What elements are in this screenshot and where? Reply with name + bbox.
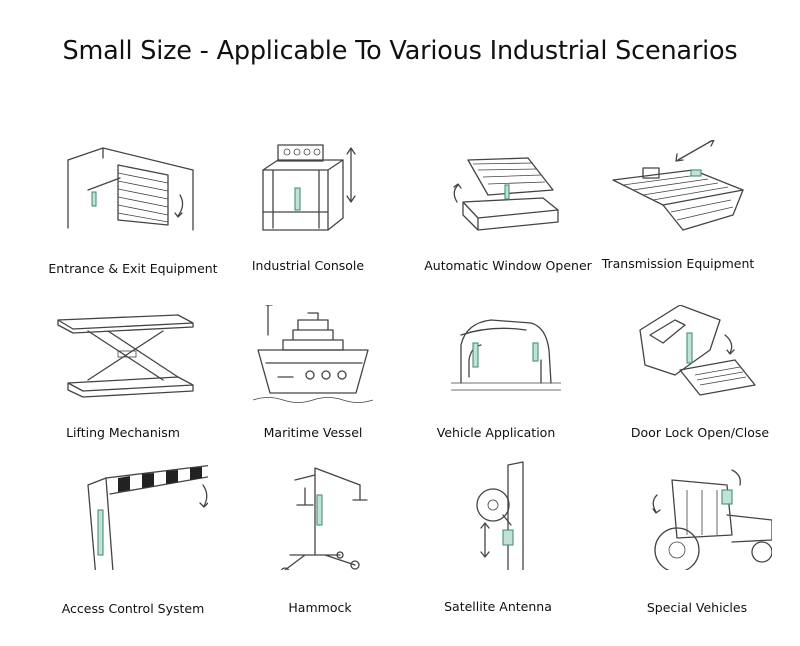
- scenario-item: Vehicle Application: [396, 305, 596, 475]
- scenario-label: Industrial Console: [251, 258, 365, 273]
- scenario-item: Satellite Antenna: [398, 460, 598, 630]
- scenario-label: Satellite Antenna: [444, 599, 552, 614]
- barrier-gate-icon: [87, 464, 208, 570]
- tractor-icon: [652, 469, 772, 570]
- conveyor-icon: [612, 140, 744, 231]
- scenario-label: Door Lock Open/Close: [630, 425, 770, 440]
- scenario-label: Hammock: [288, 600, 352, 615]
- scenario-label: Access Control System: [61, 601, 205, 616]
- door-lock-icon: [639, 305, 756, 396]
- scenario-label: Entrance & Exit Equipment: [48, 261, 218, 276]
- scenario-item: Entrance & Exit Equipment: [33, 140, 233, 310]
- scenario-item: Transmission Equipment: [578, 140, 778, 310]
- scissor-lift-icon: [57, 314, 194, 398]
- satellite-antenna-icon: [476, 461, 524, 570]
- scenario-label: Transmission Equipment: [601, 256, 755, 271]
- patient-lift-icon: [280, 467, 368, 570]
- lift-bed-icon: [453, 157, 559, 231]
- scenario-label: Vehicle Application: [436, 425, 556, 440]
- scenario-item: Maritime Vessel: [213, 305, 413, 475]
- scenario-item: Access Control System: [33, 460, 233, 630]
- scenario-item: Industrial Console: [208, 140, 408, 310]
- scenario-item: Hammock: [220, 460, 420, 630]
- scenario-label: Automatic Window Opener: [424, 258, 592, 273]
- car-tailgate-icon: [451, 319, 561, 391]
- garage-door-icon: [67, 147, 194, 231]
- scenario-label: Maritime Vessel: [263, 425, 363, 440]
- ship-icon: [252, 305, 374, 403]
- scenario-item: Special Vehicles: [597, 460, 797, 630]
- page-title: Small Size - Applicable To Various Indus…: [62, 36, 738, 66]
- scenario-item: Automatic Window Opener: [408, 140, 608, 310]
- scenario-label: Special Vehicles: [646, 600, 748, 615]
- scenario-label: Lifting Mechanism: [66, 425, 180, 440]
- scenario-item: Lifting Mechanism: [23, 305, 223, 475]
- scenario-item: Door Lock Open/Close: [600, 305, 800, 475]
- engine-console-icon: [262, 144, 356, 231]
